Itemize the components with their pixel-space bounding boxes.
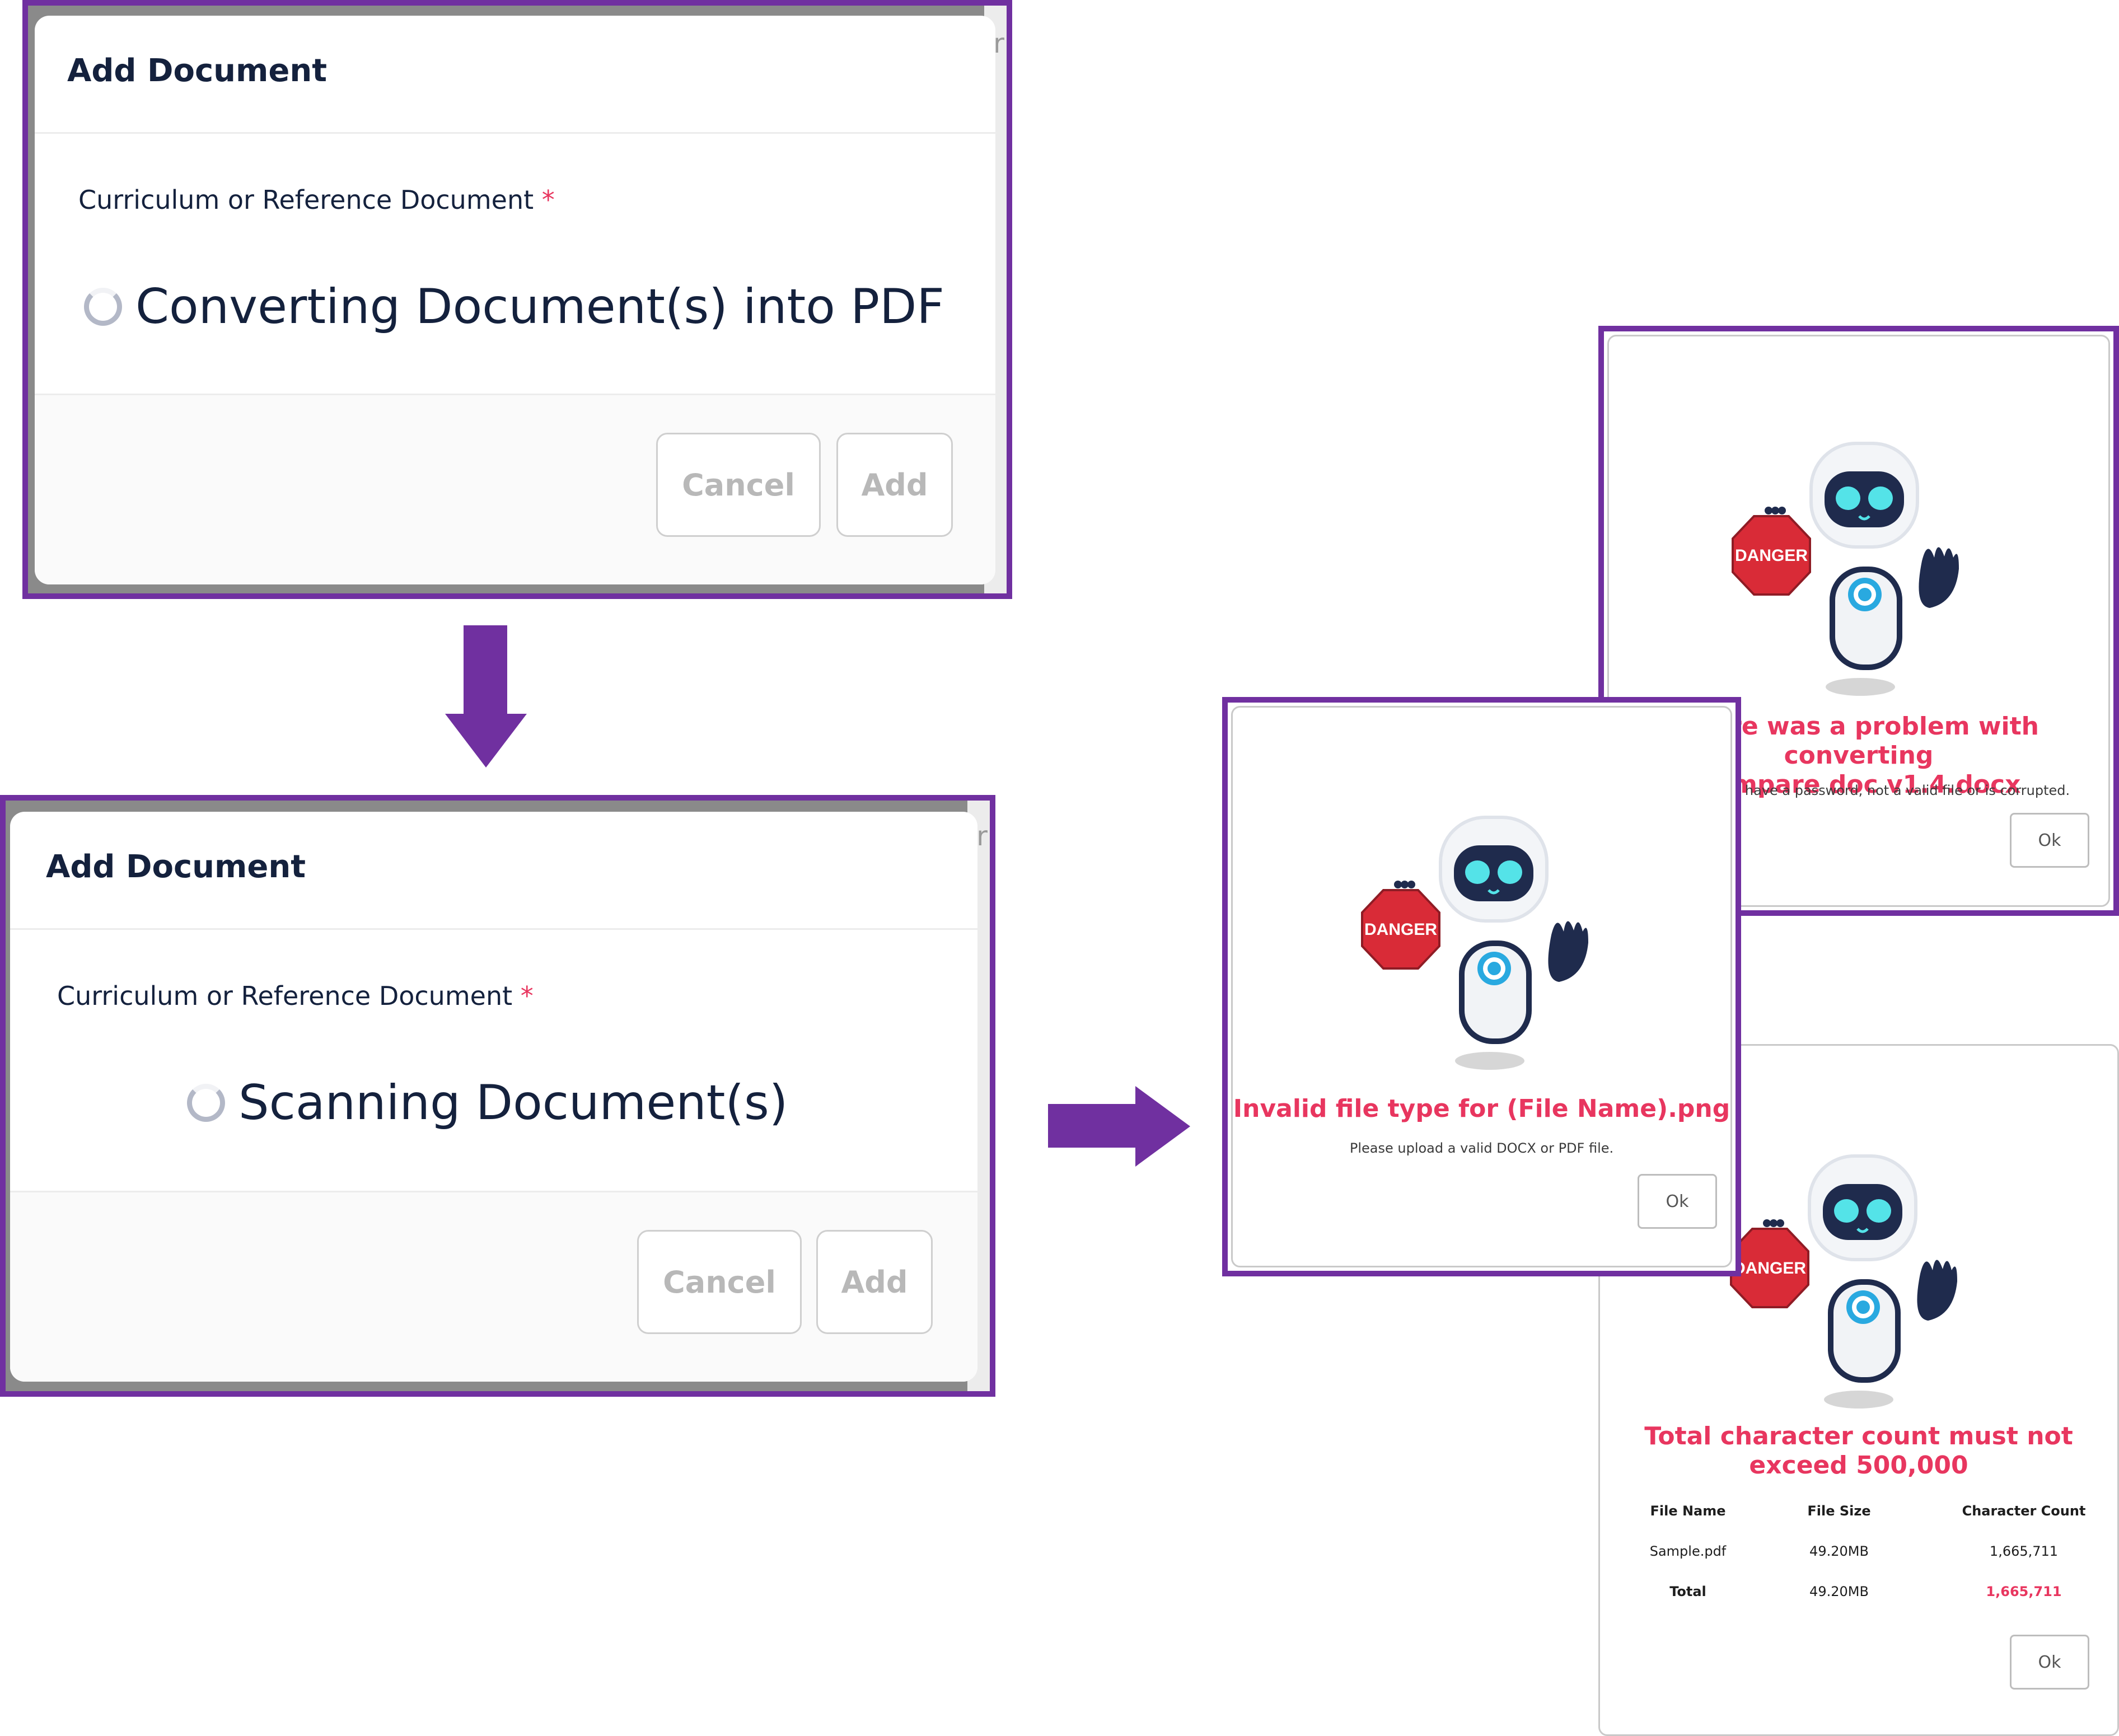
ok-button[interactable]: Ok <box>2010 813 2089 868</box>
table-header-row: File Name File Size Character Count <box>1626 1503 2097 1526</box>
invalid-file-type-title: Invalid file type for (File Name).png <box>1233 1094 1730 1123</box>
file-name-cell: Sample.pdf <box>1649 1543 1727 1559</box>
cancel-button[interactable]: Cancel <box>656 433 821 537</box>
ok-button[interactable]: Ok <box>2010 1635 2089 1690</box>
char-limit-modal: DANGER Total character count must not ex… <box>1598 1044 2119 1736</box>
char-limit-title: Total character count must not exceed 50… <box>1644 1422 2073 1480</box>
column-header: File Name <box>1650 1503 1726 1519</box>
robot-danger-icon: DANGER <box>1732 442 1959 696</box>
curriculum-field-label: Curriculum or Reference Document * <box>57 981 534 1011</box>
invalid-file-type-modal: DANGER Invalid file type for (File Name)… <box>1222 697 1741 1276</box>
add-button[interactable]: Add <box>816 1230 933 1334</box>
dialog-header: Add Document <box>10 812 977 930</box>
dialog-footer: Cancel Add <box>10 1191 977 1382</box>
arrow-down-head <box>445 714 527 768</box>
add-button[interactable]: Add <box>836 433 953 537</box>
ok-button[interactable]: Ok <box>1638 1174 1717 1229</box>
status-text: Converting Document(s) into PDF <box>135 279 944 335</box>
background-text-fragment: r <box>976 821 988 852</box>
column-header: File Size <box>1807 1503 1871 1519</box>
arrow-right-head <box>1135 1086 1190 1167</box>
required-asterisk: * <box>541 185 555 215</box>
danger-sign-text: DANGER <box>1733 1259 1806 1278</box>
dialog-title: Add Document <box>67 53 327 89</box>
required-asterisk: * <box>520 981 534 1011</box>
converting-dialog: Add Document Curriculum or Reference Doc… <box>35 16 995 584</box>
loading-spinner-icon <box>84 288 122 326</box>
modal-border <box>1598 1044 2119 1736</box>
converting-status: Converting Document(s) into PDF <box>84 279 944 335</box>
danger-sign-text: DANGER <box>1735 546 1808 565</box>
file-size-cell: 49.20MB <box>1809 1543 1869 1559</box>
invalid-file-type-message: Please upload a valid DOCX or PDF file. <box>1349 1140 1614 1156</box>
total-char-count: 1,665,711 <box>1986 1584 2062 1599</box>
curriculum-field-label: Curriculum or Reference Document * <box>78 185 555 215</box>
modal-border <box>1607 335 2110 907</box>
table-total-row: Total 49.20MB 1,665,711 <box>1626 1584 2097 1606</box>
arrow-right-icon <box>1048 1104 1138 1148</box>
dialog-footer: Cancel Add <box>35 394 995 584</box>
scanning-status: Scanning Document(s) <box>187 1075 788 1131</box>
dialog-header: Add Document <box>35 16 995 134</box>
loading-spinner-icon <box>187 1084 225 1122</box>
robot-danger-icon: DANGER <box>1730 1154 1957 1409</box>
scanning-dialog: Add Document Curriculum or Reference Doc… <box>10 812 977 1382</box>
scanning-dialog-frame: r Add Document Curriculum or Reference D… <box>0 795 995 1397</box>
char-count-cell: 1,665,711 <box>1989 1543 2059 1559</box>
modal-border <box>1231 706 1732 1267</box>
background-text-fragment: r <box>993 28 1004 59</box>
danger-sign-text: DANGER <box>1364 920 1437 939</box>
status-text: Scanning Document(s) <box>238 1075 788 1131</box>
total-file-size: 49.20MB <box>1809 1584 1869 1599</box>
column-header: Character Count <box>1962 1503 2086 1519</box>
table-row: Sample.pdf 49.20MB 1,665,711 <box>1626 1543 2097 1566</box>
dialog-title: Add Document <box>46 849 306 885</box>
total-label: Total <box>1669 1584 1706 1599</box>
robot-danger-icon: DANGER <box>1361 816 1588 1070</box>
arrow-down-icon <box>464 625 507 719</box>
converting-dialog-frame: r Add Document Curriculum or Reference D… <box>22 0 1012 599</box>
cancel-button[interactable]: Cancel <box>637 1230 802 1334</box>
